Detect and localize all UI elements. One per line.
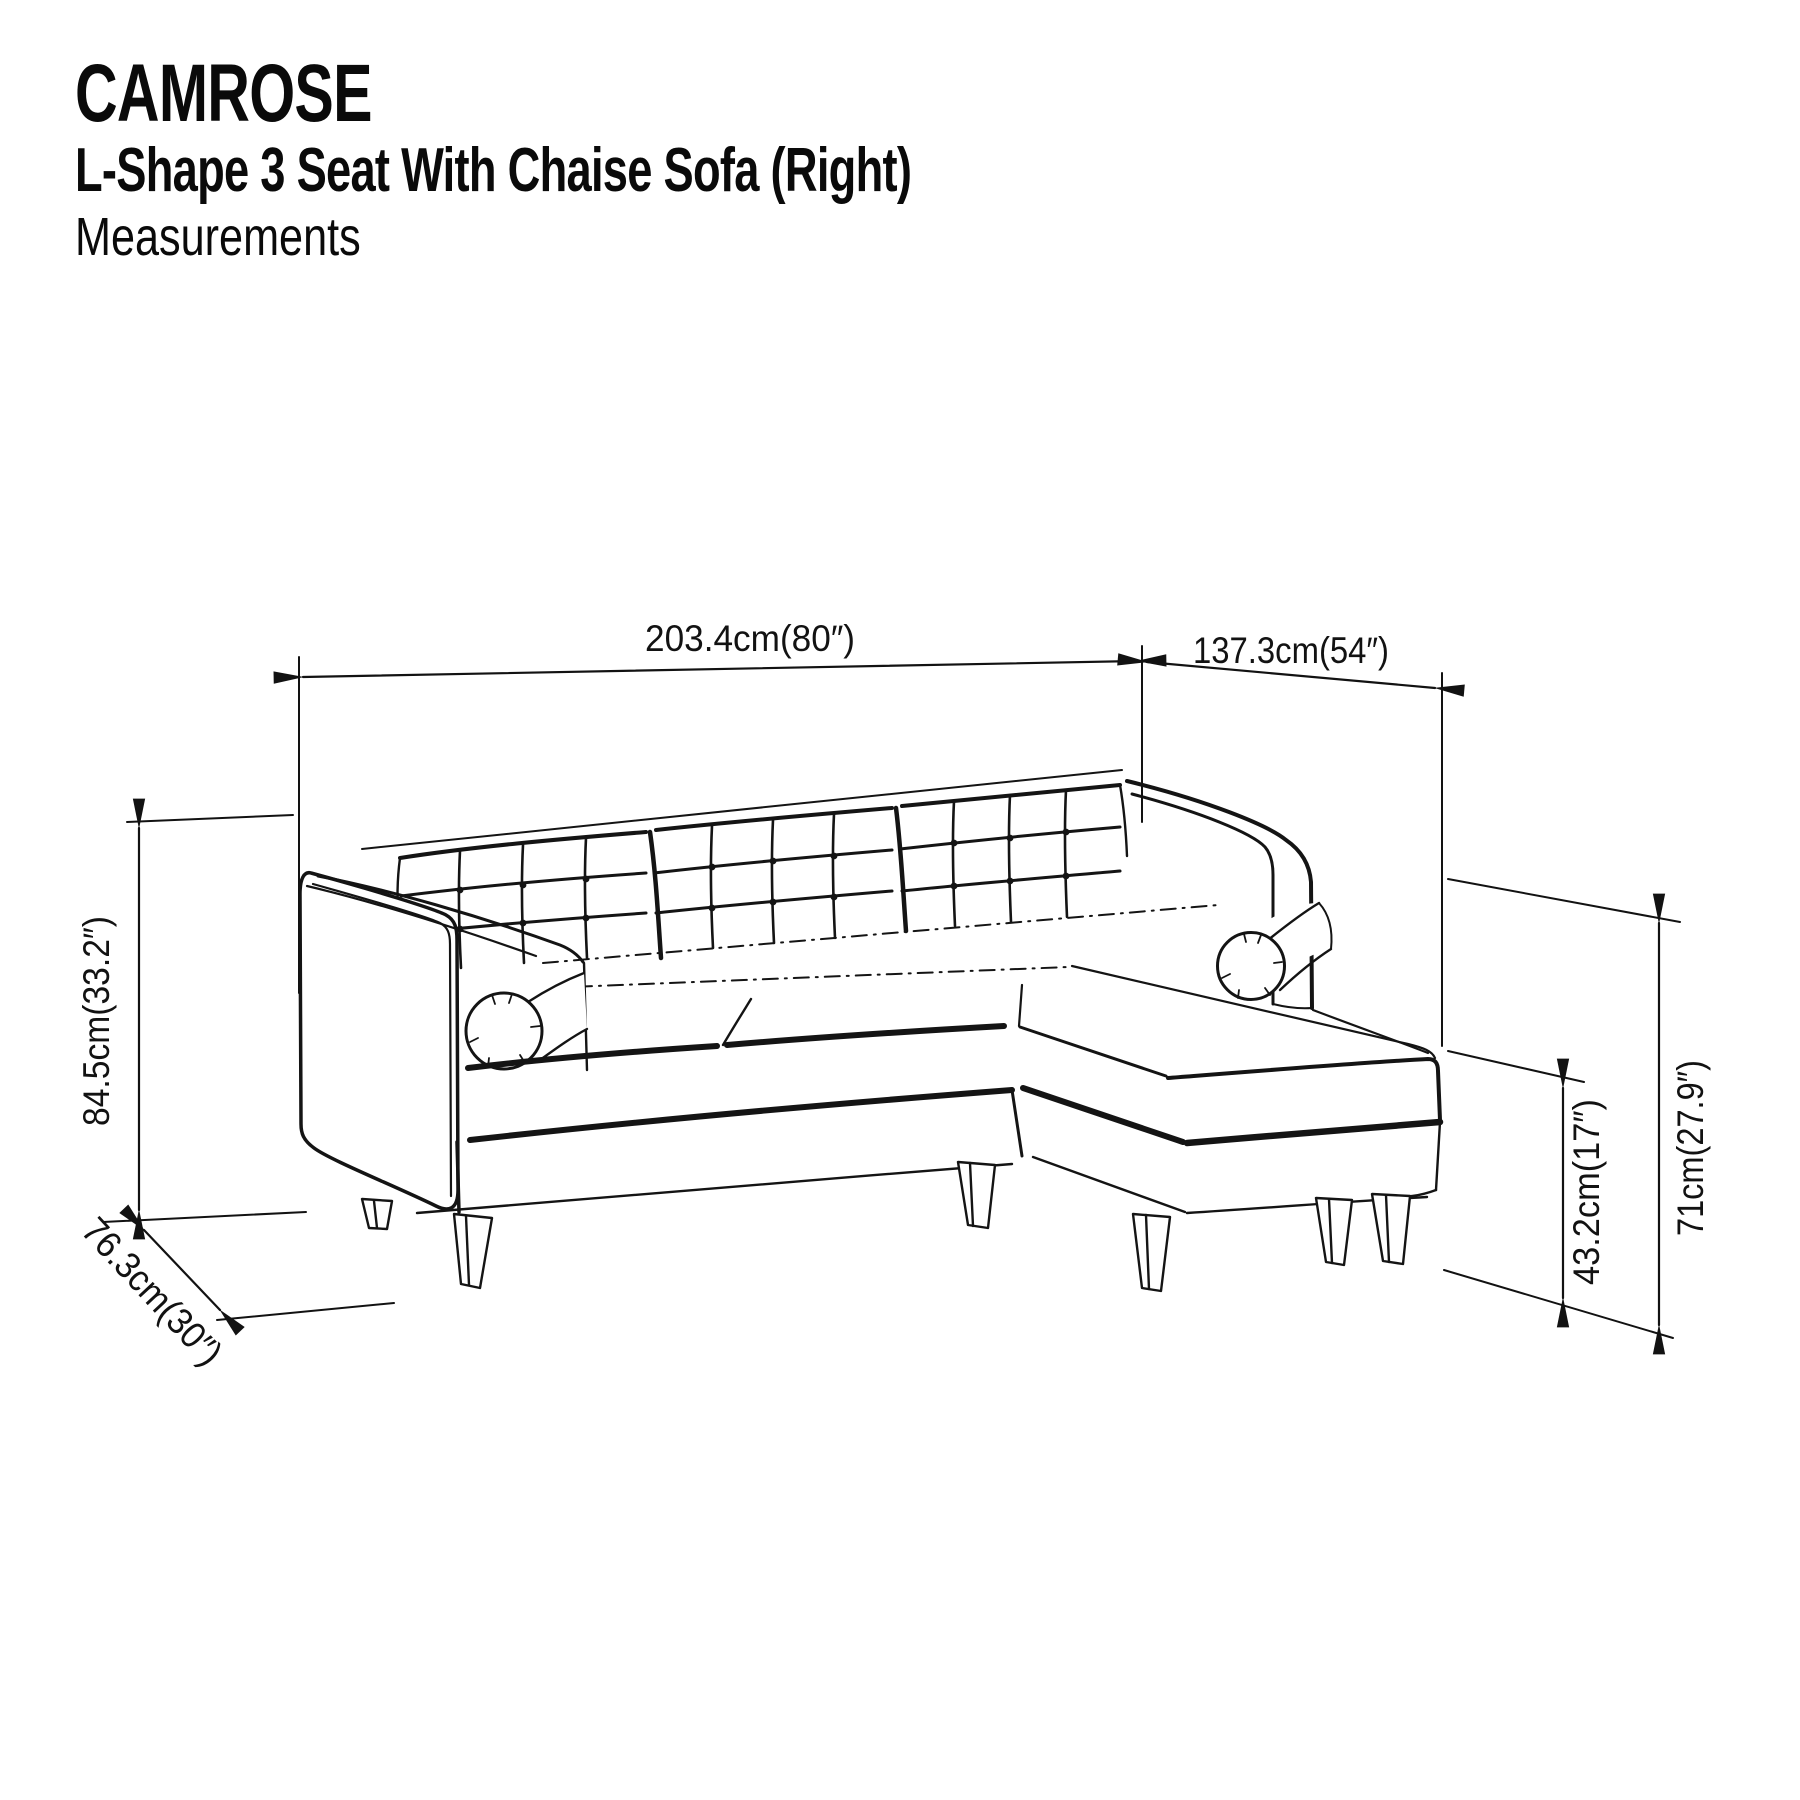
seat-cushions bbox=[465, 997, 1007, 1071]
dim-line-seat-depth bbox=[119, 1204, 245, 1336]
dimension-label-chaise-length: 137.3cm(54″) bbox=[1193, 630, 1389, 671]
section-title: Measurements bbox=[75, 206, 361, 267]
seat-creases bbox=[542, 904, 1219, 989]
dimension-label-overall-height: 84.5cm(33.2″) bbox=[76, 916, 117, 1126]
bolster-right-stitches bbox=[1221, 933, 1283, 999]
base-and-legs bbox=[360, 1087, 1412, 1293]
product-name: CAMROSE bbox=[75, 48, 372, 139]
sofa-drawing bbox=[298, 769, 1444, 1293]
bolster-pillow-left bbox=[464, 971, 589, 1071]
left-armrest bbox=[298, 870, 589, 1211]
sofa-legs bbox=[360, 1160, 1412, 1293]
dimension-label-overall-width: 203.4cm(80″) bbox=[645, 618, 855, 659]
back-frame bbox=[361, 769, 1123, 850]
header: CAMROSE L-Shape 3 Seat With Chaise Sofa … bbox=[75, 52, 1220, 265]
dimension-label-seat-depth: 76.3cm(30″) bbox=[74, 1209, 231, 1373]
product-description: L-Shape 3 Seat With Chaise Sofa (Right) bbox=[75, 135, 912, 205]
dimension-lines bbox=[119, 653, 1666, 1355]
dimension-label-arm-height: 71cm(27.9″) bbox=[1670, 1060, 1711, 1236]
dim-line-overall-width bbox=[273, 654, 1167, 684]
back-cushions bbox=[396, 783, 1129, 970]
right-armrest bbox=[1125, 779, 1430, 1055]
bolster-pillow-right bbox=[1216, 901, 1333, 1001]
tuft-buttons bbox=[456, 828, 1070, 933]
dim-line-chaise-length bbox=[1117, 653, 1465, 697]
dimension-label-seat-height: 43.2cm(17″) bbox=[1566, 1099, 1607, 1285]
chaise bbox=[1017, 964, 1444, 1215]
